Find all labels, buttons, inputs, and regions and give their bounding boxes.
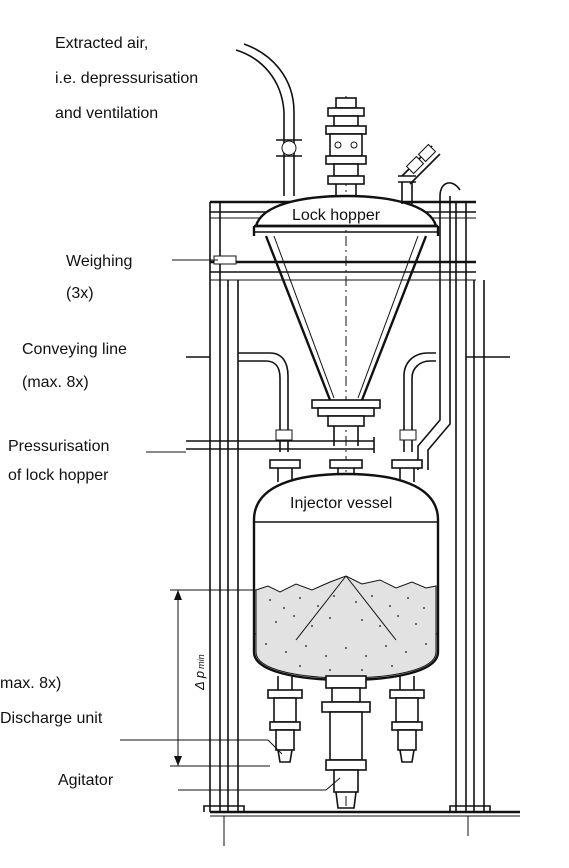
svg-text:Weighing: Weighing bbox=[66, 253, 132, 270]
ground bbox=[210, 810, 520, 817]
leader-lines bbox=[120, 259, 341, 791]
label-conveying-line: Conveying line (max. 8x) bbox=[22, 341, 127, 391]
agitator bbox=[321, 675, 371, 809]
label-agitator: Agitator bbox=[58, 772, 114, 789]
discharge-units bbox=[267, 676, 425, 763]
lock-hopper bbox=[252, 194, 440, 446]
label-injector-vessel: Injector vessel bbox=[290, 495, 392, 512]
vent-pipe-right bbox=[398, 143, 461, 470]
svg-text:i.e. depressurisation: i.e. depressurisation bbox=[55, 70, 198, 87]
label-extracted-air: Extracted air, i.e. depressurisation and… bbox=[55, 35, 198, 122]
label-weighing: Weighing (3x) bbox=[66, 253, 132, 302]
svg-text:and ventilation: and ventilation bbox=[55, 105, 158, 122]
svg-text:Conveying line: Conveying line bbox=[22, 341, 127, 358]
svg-text:(max. 8x): (max. 8x) bbox=[22, 374, 89, 391]
svg-text:(3x): (3x) bbox=[66, 285, 94, 302]
label-delta-p-min: Δ pmin bbox=[192, 654, 207, 691]
svg-text:Extracted air,: Extracted air, bbox=[55, 35, 148, 52]
label-lock-hopper: Lock hopper bbox=[292, 207, 381, 224]
label-discharge-unit: Discharge unit bbox=[0, 710, 103, 727]
delta-p-dimension bbox=[170, 589, 270, 767]
svg-text:of lock hopper: of lock hopper bbox=[8, 467, 109, 484]
svg-text:Pressurisation: Pressurisation bbox=[8, 438, 109, 455]
extracted-air-pipe bbox=[235, 43, 302, 196]
lock-hopper-inlet-valves bbox=[325, 97, 367, 204]
bulk-material bbox=[255, 575, 437, 679]
label-max-8x: max. 8x) bbox=[0, 675, 61, 692]
conveying-lines bbox=[186, 352, 510, 452]
label-pressurisation: Pressurisation of lock hopper bbox=[8, 438, 109, 484]
injector-vessel bbox=[252, 472, 440, 682]
